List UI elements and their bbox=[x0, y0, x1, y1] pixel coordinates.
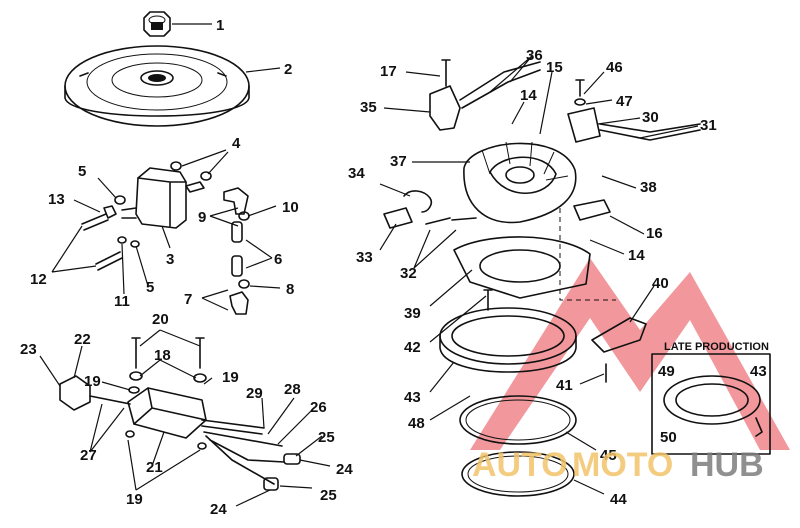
callout-19-left: 19 bbox=[84, 373, 101, 390]
callout-47: 47 bbox=[616, 93, 633, 110]
inset-title: LATE PRODUCTION bbox=[664, 341, 769, 353]
callout-12: 12 bbox=[30, 271, 47, 288]
armature-plate bbox=[453, 208, 616, 301]
callout-13: 13 bbox=[48, 191, 65, 208]
callout-3: 3 bbox=[166, 251, 174, 268]
callout-38: 38 bbox=[640, 179, 657, 196]
callout-25-lower: 25 bbox=[320, 487, 337, 504]
callout-50: 50 bbox=[660, 429, 677, 446]
callout-30: 30 bbox=[642, 109, 659, 126]
callout-5-upper: 5 bbox=[78, 163, 86, 180]
callout-37: 37 bbox=[390, 153, 407, 170]
callout-48: 48 bbox=[408, 415, 425, 432]
callout-27: 27 bbox=[80, 447, 97, 464]
callout-2: 2 bbox=[284, 61, 292, 78]
callout-45: 45 bbox=[600, 447, 617, 464]
late-production-inset: LATE PRODUCTION bbox=[651, 341, 771, 455]
clip-and-pickup bbox=[383, 190, 611, 229]
coil-boot-parts bbox=[223, 187, 250, 315]
watermark-logo-mark bbox=[470, 258, 790, 450]
flywheel bbox=[64, 45, 250, 127]
callout-43-main: 43 bbox=[404, 389, 421, 406]
watermark-moto: MOTO bbox=[572, 446, 673, 484]
callout-24-bottom: 24 bbox=[210, 501, 227, 518]
leader-lines bbox=[39, 23, 699, 507]
callout-41: 41 bbox=[556, 377, 573, 394]
connector-plug bbox=[59, 375, 131, 411]
callout-11: 11 bbox=[114, 293, 130, 310]
watermark-hub: HUB bbox=[690, 446, 764, 484]
callout-43-inset: 43 bbox=[750, 363, 767, 380]
ignition-coil bbox=[121, 167, 205, 229]
callout-14-lower: 14 bbox=[628, 247, 645, 264]
callout-46: 46 bbox=[606, 59, 623, 76]
power-pack bbox=[127, 387, 207, 439]
callout-26: 26 bbox=[310, 399, 327, 416]
callout-19-bottom: 19 bbox=[126, 491, 143, 508]
callout-17: 17 bbox=[380, 63, 397, 80]
callout-1: 1 bbox=[216, 17, 224, 34]
watermark-text: AUTO MOTO HUB bbox=[472, 446, 764, 484]
callout-44: 44 bbox=[610, 491, 627, 508]
retainer-rings bbox=[439, 289, 577, 497]
callout-36: 36 bbox=[526, 47, 543, 64]
stator-timer-base bbox=[463, 141, 577, 224]
terminal-block bbox=[567, 79, 701, 143]
callout-25-upper: 25 bbox=[318, 429, 335, 446]
sensor-bracket bbox=[429, 59, 541, 131]
callout-9: 9 bbox=[198, 209, 206, 226]
coil-washers bbox=[114, 161, 212, 248]
watermark-auto: AUTO bbox=[472, 446, 568, 484]
callout-22: 22 bbox=[74, 331, 91, 348]
callout-23: 23 bbox=[20, 341, 37, 358]
callout-6: 6 bbox=[274, 251, 282, 268]
callout-40: 40 bbox=[652, 275, 669, 292]
watermark bbox=[470, 258, 790, 450]
callout-34: 34 bbox=[348, 165, 365, 182]
callout-33: 33 bbox=[356, 249, 373, 266]
callout-18: 18 bbox=[154, 347, 171, 364]
callout-32: 32 bbox=[400, 265, 417, 282]
flywheel-nut bbox=[143, 11, 171, 37]
callout-35: 35 bbox=[360, 99, 377, 116]
callout-31: 31 bbox=[700, 117, 717, 134]
callout-21: 21 bbox=[146, 459, 163, 476]
power-pack-wires bbox=[201, 419, 301, 491]
callout-28: 28 bbox=[284, 381, 301, 398]
coil-screws bbox=[81, 205, 123, 271]
callout-5-lower: 5 bbox=[146, 279, 154, 296]
callout-42: 42 bbox=[404, 339, 421, 356]
callout-7: 7 bbox=[184, 291, 192, 308]
callout-19-right: 19 bbox=[222, 369, 239, 386]
callout-16: 16 bbox=[646, 225, 663, 242]
callout-labels: 1 2 3 4 5 5 6 7 8 9 10 11 12 13 14 14 15… bbox=[20, 17, 767, 518]
timer-cam bbox=[591, 317, 647, 383]
callout-49: 49 bbox=[658, 363, 675, 380]
callout-8: 8 bbox=[286, 281, 294, 298]
callout-15: 15 bbox=[546, 59, 563, 76]
callout-39: 39 bbox=[404, 305, 421, 322]
callout-20: 20 bbox=[152, 311, 169, 328]
callout-29: 29 bbox=[246, 385, 263, 402]
callout-10: 10 bbox=[282, 199, 299, 216]
callout-4: 4 bbox=[232, 135, 241, 152]
callout-24-right: 24 bbox=[336, 461, 353, 478]
callout-14-upper: 14 bbox=[520, 87, 537, 104]
